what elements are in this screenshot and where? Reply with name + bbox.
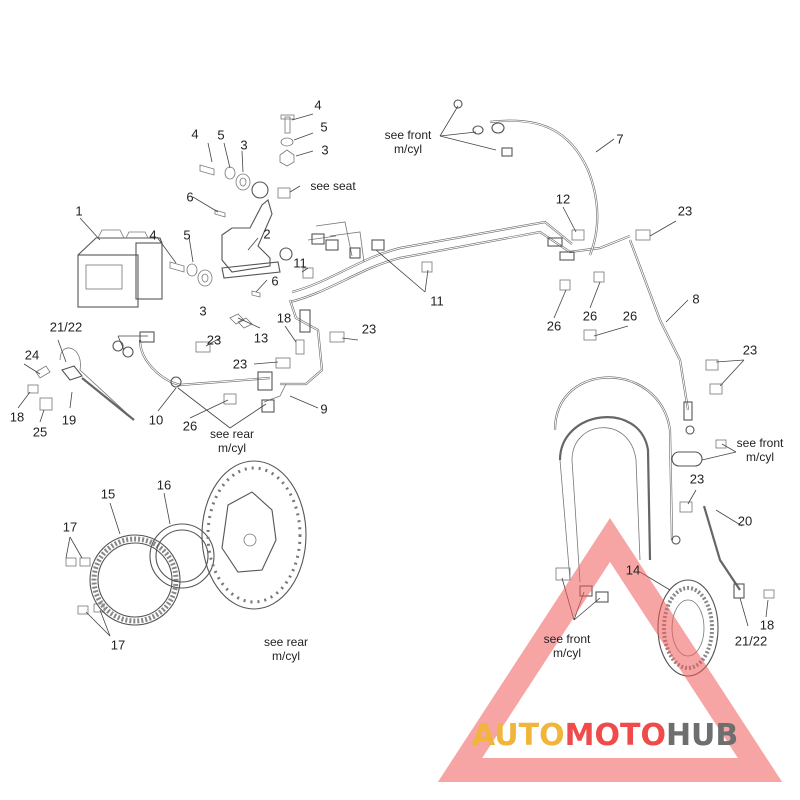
callout-11: 11	[293, 255, 307, 271]
callout-23: 23	[232, 356, 248, 372]
callout-4: 4	[149, 227, 157, 243]
callout-21-22: 21/22	[734, 633, 768, 649]
brake-pipes	[280, 220, 631, 386]
bracket	[221, 181, 293, 279]
callout-4: 4	[191, 126, 199, 142]
rear-disc	[201, 460, 307, 610]
logo-moto: MOTO	[564, 718, 666, 753]
logo-auto: AUTO	[472, 718, 565, 753]
callout-21-22: 21/22	[49, 319, 83, 335]
logo-hub: HUB	[665, 718, 739, 753]
abs-modulator	[77, 229, 163, 308]
callout-19: 19	[61, 412, 77, 428]
callout-26: 26	[582, 308, 598, 324]
callout-14: 14	[625, 562, 641, 578]
callout-26: 26	[182, 418, 198, 434]
note-see-seat: see seat	[310, 179, 356, 193]
callout-5: 5	[320, 119, 328, 135]
callout-23: 23	[361, 321, 377, 337]
callout-13: 13	[253, 330, 269, 346]
callout-24: 24	[24, 347, 40, 363]
callout-18: 18	[9, 409, 25, 425]
callout-6: 6	[271, 273, 279, 289]
callout-23: 23	[689, 471, 705, 487]
callout-16: 16	[156, 477, 172, 493]
callout-26: 26	[546, 318, 562, 334]
flexible-hoses	[59, 119, 741, 591]
callout-15: 15	[100, 486, 116, 502]
callout-2: 2	[263, 226, 271, 242]
callout-17: 17	[110, 637, 126, 653]
callout-9: 9	[320, 401, 328, 417]
fittings	[61, 99, 745, 603]
callout-23: 23	[742, 342, 758, 358]
tone-ring	[89, 534, 181, 626]
callout-5: 5	[183, 227, 191, 243]
callout-18: 18	[759, 617, 775, 633]
callout-23: 23	[677, 203, 693, 219]
callout-26: 26	[622, 308, 638, 324]
callout-4: 4	[314, 97, 322, 113]
callout-12: 12	[555, 191, 571, 207]
callout-18: 18	[276, 310, 292, 326]
leader-lines	[17, 105, 769, 637]
callout-3: 3	[240, 137, 248, 153]
callout-6: 6	[186, 189, 194, 205]
callout-23: 23	[206, 332, 222, 348]
callout-11: 11	[430, 293, 444, 309]
callout-7: 7	[616, 131, 624, 147]
gasket	[149, 523, 215, 589]
callout-17: 17	[62, 519, 78, 535]
watermark-logo: AUTOMOTOHUB	[472, 716, 792, 756]
watermark-triangle	[437, 518, 783, 782]
callout-10: 10	[148, 412, 164, 428]
callout-20: 20	[737, 513, 753, 529]
callout-25: 25	[32, 424, 48, 440]
callout-3: 3	[321, 142, 329, 158]
callout-8: 8	[692, 291, 700, 307]
callout-1: 1	[75, 203, 83, 219]
callout-5: 5	[217, 127, 225, 143]
callout-3: 3	[199, 303, 207, 319]
